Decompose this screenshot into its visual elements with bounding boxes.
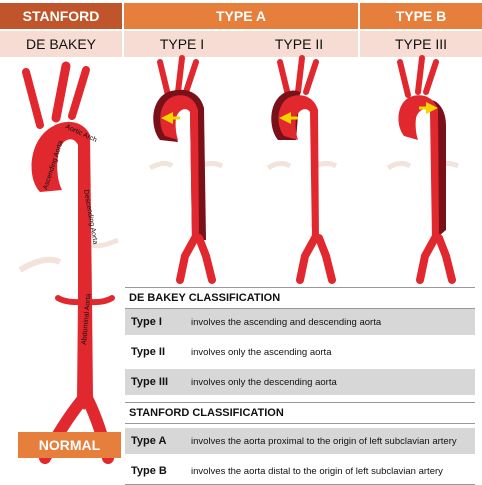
subheader-debakey: DE BAKEY [0,31,122,57]
type-2-aorta-figure [266,55,338,284]
stanford-classification-heading: STANFORD CLASSIFICATION [125,402,475,424]
row-type: Type III [131,376,169,388]
row-type: Type I [131,316,162,328]
row-description: involves the ascending and descending ao… [191,316,382,328]
classification-table: DE BAKEY CLASSIFICATION Type I involves … [125,287,475,485]
header-stanford: STANFORD [0,3,122,29]
row-description: involves the aorta distal to the origin … [191,465,443,477]
label-abdominal-aorta: Abdominal Aorta [81,293,92,345]
row-description: involves only the ascending aorta [191,346,332,358]
row-type: Type A [131,435,167,447]
table-row: Type I involves the ascending and descen… [125,309,475,335]
type-3-aorta-figure [386,55,460,284]
type-1-aorta-figure [148,55,224,284]
table-row: Type II involves only the ascending aort… [125,339,475,365]
normal-label: NORMAL [18,432,121,458]
table-row: Type B involves the aorta distal to the … [125,458,475,485]
subheader-type-3: TYPE III [360,31,482,57]
table-row: Type A involves the aorta proximal to th… [125,428,475,454]
row-type: Type II [131,346,166,358]
row-description: involves only the descending aorta [191,376,337,388]
header-type-b: TYPE B [360,3,482,29]
debakey-classification-heading: DE BAKEY CLASSIFICATION [125,287,475,309]
subheader-type-2: TYPE II [240,31,358,57]
normal-aorta-figure: Aortic Arch Ascending Aorta Descending A… [18,61,120,464]
subheader-type-1: TYPE I [124,31,240,57]
header-type-a: TYPE A [124,3,358,29]
table-row: Type III involves only the descending ao… [125,369,475,395]
row-type: Type B [131,465,167,477]
row-description: involves the aorta proximal to the origi… [191,435,457,447]
